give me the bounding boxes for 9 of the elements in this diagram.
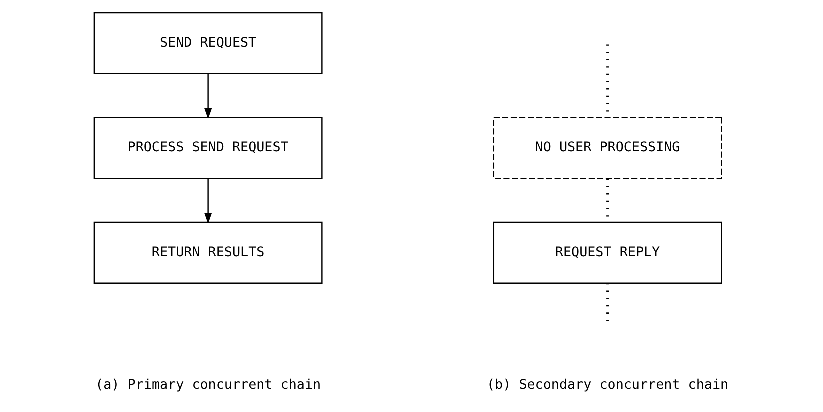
node-box: SEND REQUEST (93, 12, 322, 74)
node-box: NO USER PROCESSING (492, 117, 722, 180)
label: (b) Secondary concurrent chain (486, 378, 728, 394)
node-box: REQUEST REPLY (492, 222, 722, 284)
arrow (204, 74, 212, 120)
node-box: RETURN RESULTS (93, 222, 322, 284)
label: (a) Primary concurrent chain (95, 378, 321, 394)
node-box: PROCESS SEND REQUEST (93, 117, 322, 180)
arrow (204, 178, 212, 224)
